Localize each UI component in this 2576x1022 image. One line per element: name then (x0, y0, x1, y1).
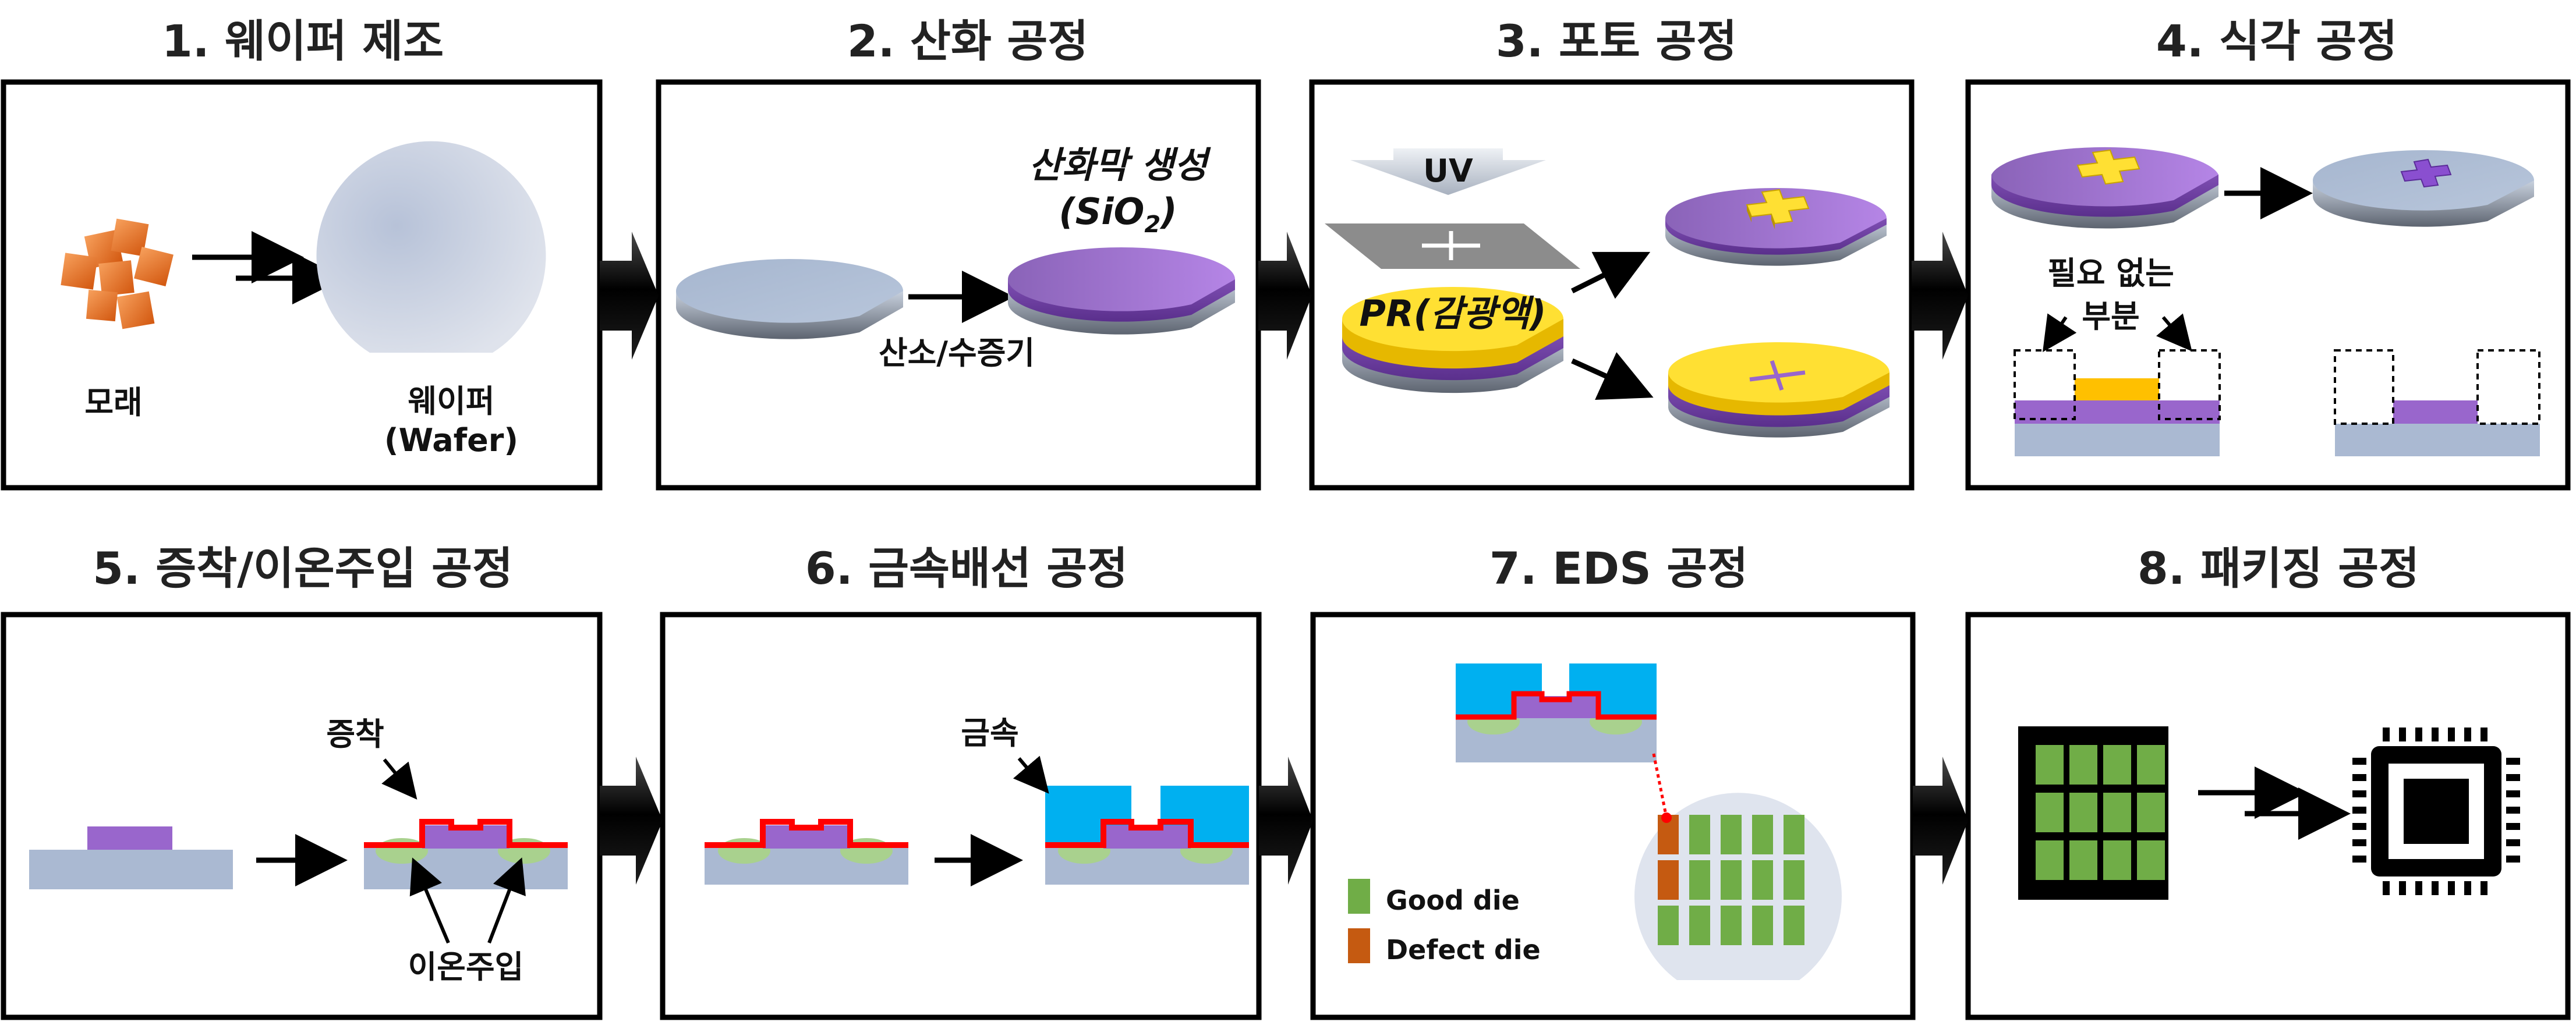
sand-cubes-icon (61, 218, 174, 329)
blue-wafer-disc (676, 259, 903, 339)
oxidized-wafer-disc (1008, 247, 1235, 335)
die (1752, 815, 1773, 854)
eds-cross-section (1456, 663, 1657, 762)
step-8-title: 8. 패키징 공정 (2138, 542, 2419, 594)
deposition-after (364, 819, 568, 889)
flow-arrow-1-2 (600, 232, 659, 360)
die (1784, 906, 1804, 945)
panel-8-content (2018, 726, 2520, 900)
uv-label: UV (1423, 152, 1473, 189)
panel-4-content: 필요 없는 부분 (1991, 147, 2540, 456)
die (1689, 815, 1710, 854)
good-die-swatch (1348, 879, 1370, 914)
uv-light-arrow: UV (1350, 148, 1546, 195)
ion-implant-label: 이온주입 (408, 949, 524, 985)
oxide-film-label: 산화막 생성 (1029, 144, 1212, 186)
arrow-photo-up (1570, 251, 1651, 299)
metal-after (1045, 786, 1249, 885)
deposition-label: 증착 (326, 716, 384, 753)
die-array-icon (2018, 726, 2168, 900)
step-6-title: 6. 금속배선 공정 (805, 542, 1128, 594)
positive-pr-wafer (1665, 188, 1887, 266)
die (1721, 906, 1742, 945)
oxygen-steam-label: 산소/수증기 (879, 335, 1035, 371)
die (1721, 860, 1742, 900)
die (1689, 860, 1710, 900)
flow-arrow-7-8 (1913, 757, 1968, 885)
negative-pr-wafer (1668, 342, 1889, 438)
flow-arrow-2-3 (1258, 232, 1312, 360)
flow-arrow-3-4 (1912, 232, 1968, 360)
die (1752, 906, 1773, 945)
pr-coated-wafer: PR(감광액) (1342, 287, 1563, 393)
etch-before-wafer (1991, 147, 2218, 229)
sand-label: 모래 (84, 384, 142, 421)
panel-5 (1, 612, 603, 1020)
sio2-label: (SiO2) (1059, 190, 1177, 238)
die-grid (1658, 812, 1804, 945)
wafer-label: 웨이퍼 (408, 383, 494, 420)
step-2-title: 2. 산화 공정 (847, 15, 1088, 67)
wafer-en-label: (Wafer) (384, 422, 518, 459)
step-3-title: 3. 포토 공정 (1496, 15, 1737, 67)
etch-cross-section-before (2014, 349, 2221, 456)
panel-6 (660, 612, 1262, 1020)
step-7-title: 7. EDS 공정 (1489, 542, 1748, 594)
die (1658, 906, 1679, 945)
metal-before (705, 819, 908, 885)
flow-arrows (600, 232, 1968, 885)
panel-2-content: 산화막 생성 (SiO2) 산소/수증기 (676, 144, 1235, 371)
die (1784, 860, 1804, 900)
panel-1-content: 모래 웨이퍼 (Wafer) (61, 141, 546, 459)
flow-arrow-6-7 (1259, 757, 1313, 885)
defect-die-swatch (1348, 928, 1370, 963)
panel-7-content: Good die Defect die (1348, 663, 1842, 980)
die (1689, 906, 1710, 945)
etch-cross-section-after (2334, 349, 2540, 456)
defect-die-label: Defect die (1386, 934, 1541, 966)
deposition-before (29, 826, 233, 889)
eds-legend: Good die Defect die (1348, 879, 1541, 966)
metal-label: 금속 (961, 715, 1018, 751)
die (1752, 860, 1773, 900)
arrow-photo-down (1571, 352, 1654, 400)
die (1784, 815, 1804, 854)
photomask (1325, 223, 1580, 269)
panel-6-content: 금속 (705, 715, 1249, 886)
die (1721, 815, 1742, 854)
good-die-label: Good die (1386, 885, 1520, 916)
etch-after-wafer (2313, 150, 2534, 227)
pr-label: PR(감광액) (1360, 292, 1547, 335)
chip-package-icon (2352, 728, 2520, 895)
die (1658, 860, 1679, 900)
flow-arrow-5-6 (600, 757, 663, 885)
unneeded-label-line1: 필요 없는 (2047, 255, 2174, 292)
panel-5-content: 증착 이온주입 (29, 716, 568, 985)
unneeded-label-line2: 부분 (2082, 298, 2139, 335)
panel-3-content: UV PR(감광액) (1325, 148, 1889, 438)
step-1-title: 1. 웨이퍼 제조 (162, 15, 444, 67)
resist-cross-icon (1746, 189, 1810, 229)
wafer-disc (316, 141, 546, 353)
step-4-title: 4. 식각 공정 (2156, 15, 2397, 67)
step-5-title: 5. 증착/이온주입 공정 (93, 542, 513, 594)
